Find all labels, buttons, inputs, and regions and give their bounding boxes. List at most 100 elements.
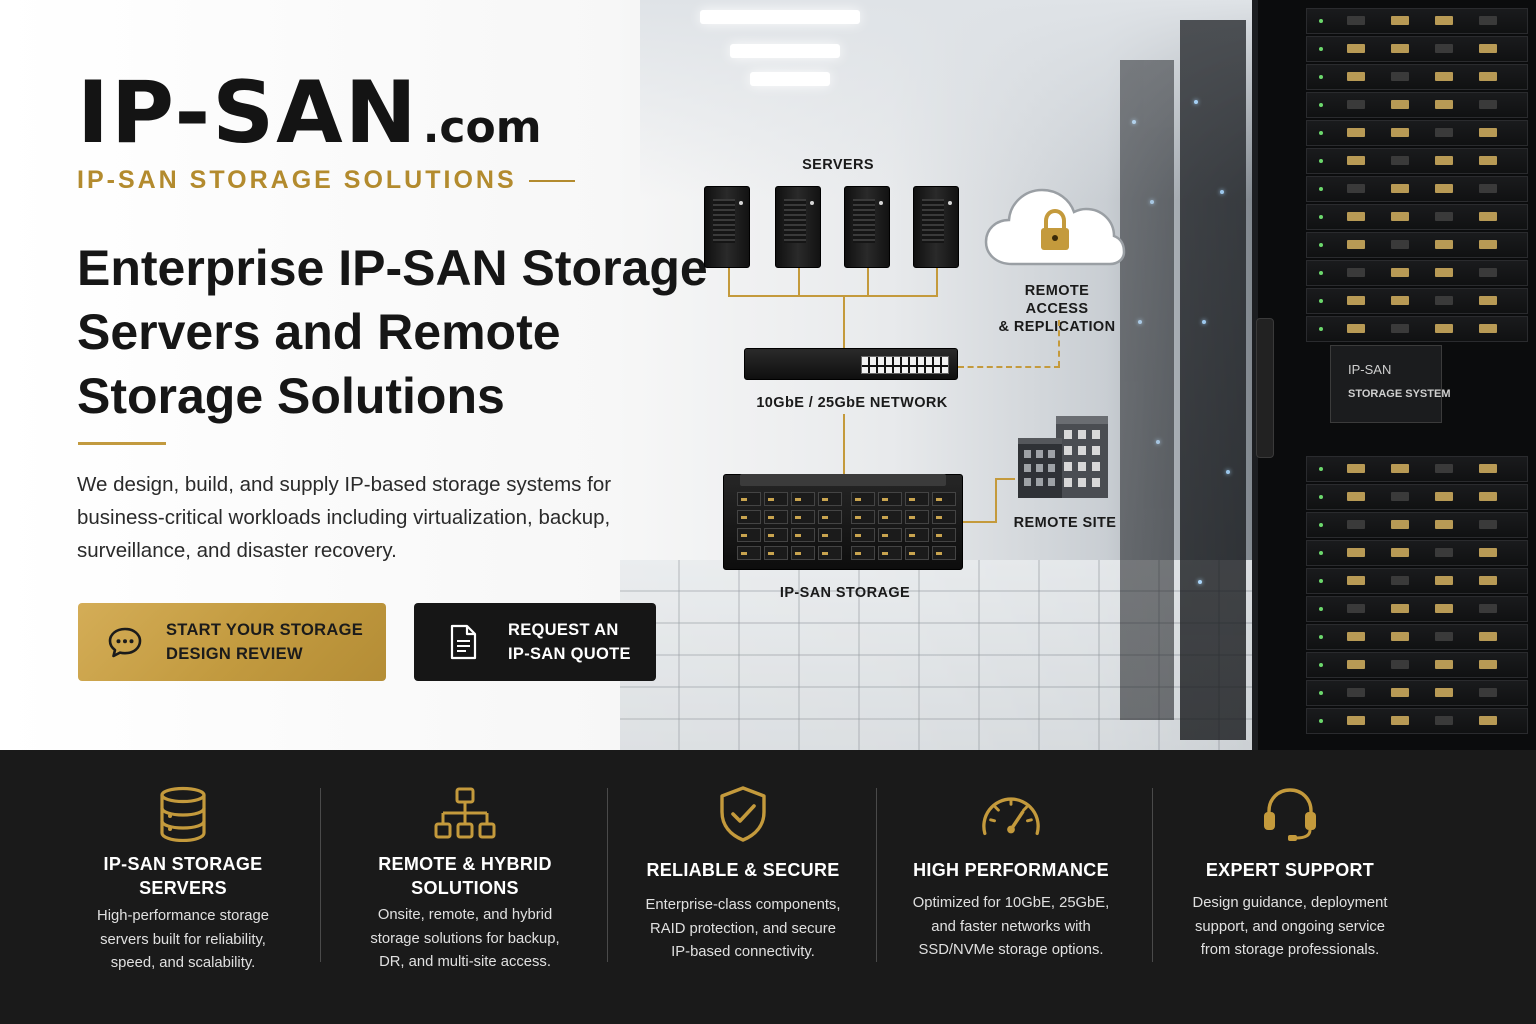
- connector-line: [728, 295, 938, 297]
- connector-line: [843, 414, 845, 476]
- drive-bay: [932, 546, 956, 560]
- drive-bay: [818, 492, 842, 506]
- rack-unit: [1306, 596, 1528, 622]
- network-label: 10GbE / 25GbE NETWORK: [756, 395, 948, 411]
- feature-title: IP-SAN STORAGE SERVERS: [103, 854, 263, 898]
- remote-site-label: REMOTE SITE: [1013, 515, 1117, 531]
- rack-label-line2: STORAGE SYSTEM: [1348, 388, 1451, 400]
- connector-line: [843, 295, 845, 349]
- tagline-rule: [528, 179, 575, 182]
- feature-high-performance: HIGH PERFORMANCE Optimized for 10GbE, 25…: [876, 750, 1146, 1024]
- drive-bay: [791, 492, 815, 506]
- drive-bay: [764, 492, 788, 506]
- drive-bay: [851, 510, 875, 524]
- rack-unit: [1306, 316, 1528, 342]
- connector-line: [995, 478, 997, 523]
- corridor-rack: [1180, 20, 1246, 740]
- document-icon: [444, 623, 482, 661]
- rack-door-handle: [1256, 318, 1274, 458]
- feature-divider: [876, 788, 877, 962]
- feature-divider: [320, 788, 321, 962]
- connector-line: [798, 268, 800, 296]
- rack-label-panel: [1330, 345, 1442, 423]
- rack-unit: [1306, 36, 1528, 62]
- feature-reliable-secure: RELIABLE & SECURE Enterprise-class compo…: [608, 750, 878, 1024]
- feature-desc: Design guidance, deployment support, and…: [1192, 895, 1388, 958]
- replication-link: [958, 366, 1060, 368]
- drive-bay: [905, 510, 929, 524]
- secondary-button-label: REQUEST AN IP-SAN QUOTE: [508, 621, 631, 663]
- rack-unit: [1306, 288, 1528, 314]
- brand-name: IP-SAN: [77, 63, 419, 163]
- brand-suffix: .com: [422, 102, 542, 153]
- server-tower-icon: [704, 186, 750, 268]
- headset-icon: [1258, 784, 1322, 844]
- rack-unit: [1306, 456, 1528, 482]
- ceiling-light: [700, 10, 860, 24]
- connector-line: [995, 478, 1015, 480]
- drive-bay: [764, 510, 788, 524]
- rack-unit: [1306, 64, 1528, 90]
- database-icon: [151, 784, 215, 844]
- remote-access-label: REMOTE ACCESS & REPLICATION: [998, 283, 1116, 335]
- shield-check-icon: [711, 784, 775, 844]
- server-tower-icon: [913, 186, 959, 268]
- rack-label-line1: IP-SAN: [1348, 362, 1392, 377]
- request-quote-button[interactable]: REQUEST AN IP-SAN QUOTE: [414, 603, 656, 681]
- connector-line: [963, 521, 997, 523]
- drive-bay: [878, 546, 902, 560]
- drive-bay: [905, 492, 929, 506]
- feature-divider: [1152, 788, 1153, 962]
- start-design-review-button[interactable]: START YOUR STORAGE DESIGN REVIEW: [78, 603, 386, 681]
- ceiling-light: [730, 44, 840, 58]
- rack-unit: [1306, 92, 1528, 118]
- feature-title: HIGH PERFORMANCE: [913, 860, 1109, 880]
- rack-unit: [1306, 8, 1528, 34]
- drive-bay: [818, 546, 842, 560]
- rack-unit: [1306, 120, 1528, 146]
- drive-bay: [737, 492, 761, 506]
- corridor-rack: [1120, 60, 1174, 720]
- chassis-top: [740, 474, 946, 486]
- chat-bubble-icon: [106, 623, 144, 661]
- drive-bay: [878, 492, 902, 506]
- drive-bay: [737, 510, 761, 524]
- connector-line: [936, 268, 938, 296]
- rack-unit: [1306, 540, 1528, 566]
- drive-bay: [764, 528, 788, 542]
- drive-bay: [737, 546, 761, 560]
- connector-line: [867, 268, 869, 296]
- servers-label: SERVERS: [802, 157, 874, 173]
- drive-bay: [932, 528, 956, 542]
- rack-unit: [1306, 148, 1528, 174]
- primary-button-label: START YOUR STORAGE DESIGN REVIEW: [166, 621, 364, 663]
- rack-unit: [1306, 512, 1528, 538]
- connector-line: [728, 268, 730, 296]
- hero-intro: We design, build, and supply IP-based st…: [77, 473, 612, 562]
- brand-tagline: IP-SAN STORAGE SOLUTIONS: [77, 166, 575, 195]
- drive-bay: [932, 510, 956, 524]
- server-tower-icon: [844, 186, 890, 268]
- feature-desc: High-performance storage servers built f…: [97, 908, 269, 971]
- features-strip: IP-SAN STORAGE SERVERS High-performance …: [0, 750, 1536, 1024]
- feature-storage-servers: IP-SAN STORAGE SERVERS High-performance …: [40, 750, 326, 1024]
- feature-desc: Optimized for 10GbE, 25GbE, and faster n…: [912, 895, 1110, 958]
- rack-unit: [1306, 204, 1528, 230]
- feature-title: REMOTE & HYBRID SOLUTIONS: [378, 854, 552, 898]
- drive-bay: [878, 528, 902, 542]
- headline-divider: [78, 442, 166, 445]
- storage-label: IP-SAN STORAGE: [779, 585, 911, 601]
- drive-bay: [878, 510, 902, 524]
- replication-link: [1058, 320, 1060, 367]
- drive-bay: [932, 492, 956, 506]
- rack-unit: [1306, 624, 1528, 650]
- drive-bay: [791, 528, 815, 542]
- cloud-lock-icon: [984, 182, 1126, 268]
- rack-unit: [1306, 484, 1528, 510]
- drive-bay: [905, 546, 929, 560]
- speedometer-icon: [979, 784, 1043, 844]
- feature-remote-hybrid: REMOTE & HYBRID SOLUTIONS Onsite, remote…: [322, 750, 608, 1024]
- drive-bay: [905, 528, 929, 542]
- rack-unit: [1306, 260, 1528, 286]
- drive-bay: [851, 492, 875, 506]
